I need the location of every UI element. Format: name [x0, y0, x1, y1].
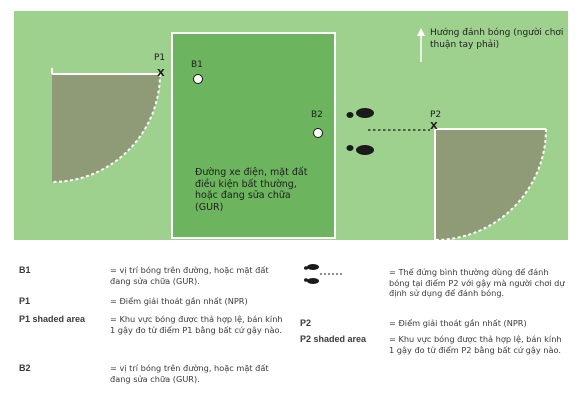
label-b1: B1: [191, 60, 203, 70]
legend-term-p1-shaded: P1 shaded area: [19, 314, 86, 324]
legend-term-b2: B2: [19, 363, 31, 373]
legend-term-p2: P2: [300, 318, 312, 328]
legend-def-b2: = vị trí bóng trên đường, hoặc mặt đất đ…: [110, 363, 269, 384]
legend-def-p2-shaded: = Khu vực bóng được thả hợp lệ, bán kính…: [389, 334, 562, 355]
x-mark-p1-icon: X: [157, 68, 165, 79]
road-description: Đường xe điện, mặt đất điều kiện bất thư…: [195, 167, 308, 213]
footprints-icon: [346, 108, 374, 155]
legend-term-p2-shaded: P2 shaded area: [300, 334, 367, 344]
label-p2: P2: [430, 110, 442, 120]
p2-shaded-fill: [435, 129, 546, 240]
x-mark-p2-icon: X: [430, 121, 438, 132]
label-b2: B2: [311, 110, 323, 120]
relief-diagram: [14, 11, 568, 241]
p2-arc: [434, 128, 547, 241]
label-p1: P1: [154, 53, 166, 63]
legend-def-p1: = Điểm giải thoát gần nhất (NPR): [110, 296, 248, 306]
legend-term-b1: B1: [19, 265, 31, 275]
legend-def-b1: = vị trí bóng trên đường, hoặc mặt đất đ…: [110, 265, 269, 286]
road-area: [171, 32, 336, 239]
legend: B1 = vị trí bóng trên đường, hoặc mặt đấ…: [0, 250, 579, 407]
direction-arrow-icon: [417, 28, 425, 62]
p1-shaded-area: [52, 74, 160, 182]
legend-def-stance: = Thế đứng bình thường dùng để đánh bóng…: [389, 267, 565, 298]
legend-def-p2: = Điểm giải thoát gần nhất (NPR): [389, 318, 527, 328]
legend-footprints-icon: [304, 264, 343, 284]
ball-b1-icon: [193, 74, 203, 84]
legend-def-p1-shaded: = Khu vực bóng được thả hợp lệ, bán kính…: [110, 314, 283, 335]
p1-arc: [51, 73, 161, 183]
legend-term-p1: P1: [19, 296, 31, 306]
direction-description: Hướng đánh bóng (người chơi thuận tay ph…: [430, 28, 564, 50]
ball-b2-icon: [313, 128, 323, 138]
